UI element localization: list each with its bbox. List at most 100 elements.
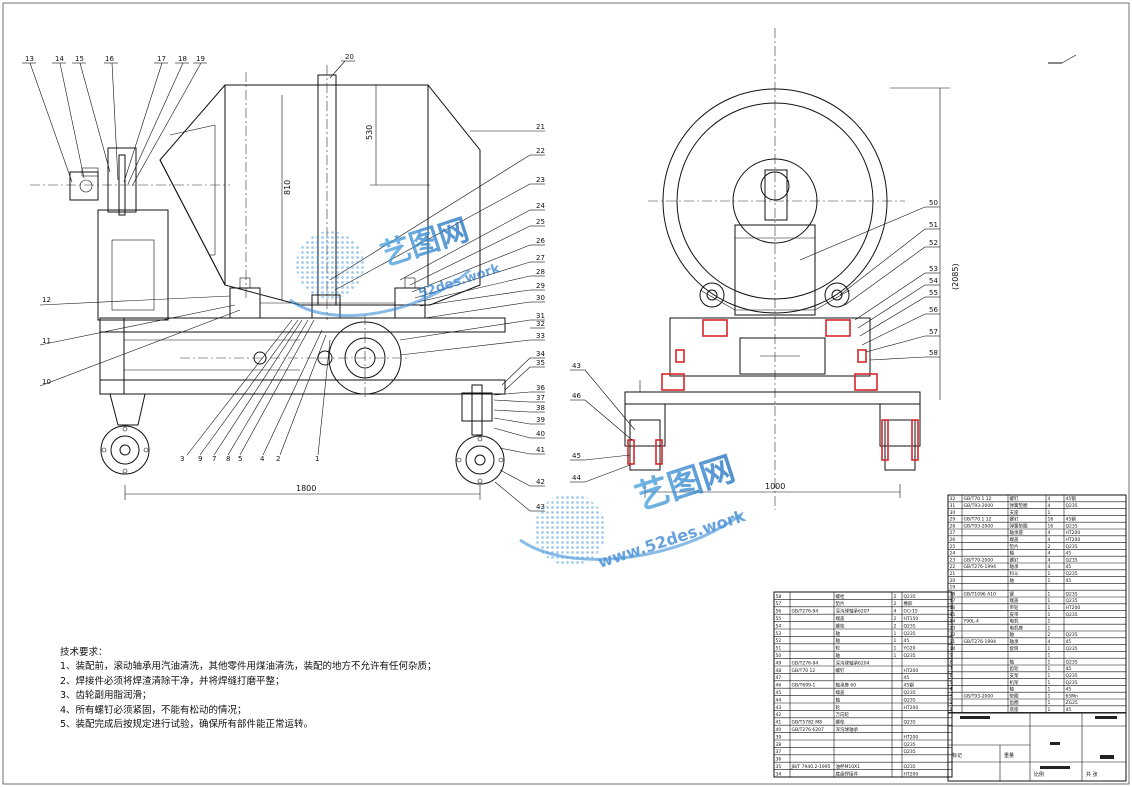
bom-cell-name: 垫片 — [836, 600, 845, 607]
bom-cell-qty: 4 — [1048, 530, 1051, 536]
svg-text:13: 13 — [25, 55, 34, 63]
svg-text:16: 16 — [105, 55, 114, 63]
bom-cell-name: 支架 — [1010, 672, 1019, 679]
bom-cell-code: GB/T70-2000 — [964, 557, 994, 563]
bom-cell-mat: GCr15 — [904, 609, 918, 615]
bom-cell-mat: HT200 — [904, 705, 919, 711]
bom-cell-no: 44 — [776, 697, 782, 703]
svg-text:37: 37 — [536, 394, 545, 402]
bom-cell-no: 8 — [950, 659, 953, 665]
bom-cell-name: 电机 — [1010, 618, 1019, 625]
bom-cell-name: 轴 — [1010, 686, 1015, 693]
bom-cell-name: 轴 — [1010, 631, 1015, 638]
bom-cell-name: 齿轮 — [1010, 665, 1019, 672]
bom-cell-name: 螺栓 — [836, 719, 845, 726]
side-view: 1000 (2085) 50 51 52 53 54 55 56 57 58 4… — [570, 28, 1077, 510]
bom-cell-mat: Q235 — [1066, 557, 1078, 563]
svg-text:41: 41 — [536, 446, 545, 454]
bom-cell-name: 螺钉 — [836, 667, 845, 674]
bom-cell-qty: 2 — [894, 616, 897, 622]
svg-text:4: 4 — [260, 455, 265, 463]
watermark-lower: 艺图网 www.52des.work — [519, 449, 748, 572]
bom-cell-name: 端盖 — [836, 615, 845, 622]
bom-cell-qty: 1 — [1048, 693, 1051, 699]
bom-cell-no: 31 — [950, 503, 956, 509]
bom-cell-mat: 45 — [1066, 639, 1072, 645]
bom-cell-qty: 1 — [894, 638, 897, 644]
bom-cell-mat: Q235 — [904, 742, 916, 748]
bom-cell-mat: 45钢 — [904, 682, 915, 689]
svg-text:艺图网: 艺图网 — [377, 213, 473, 274]
svg-text:11: 11 — [42, 337, 51, 345]
bom-cell-no: 20 — [950, 578, 956, 584]
pulley-box — [107, 147, 137, 213]
svg-text:7: 7 — [212, 455, 216, 463]
bom-cell-qty: 4 — [1048, 557, 1051, 563]
bom-cell-name: 端盖 — [1010, 536, 1019, 543]
svg-text:共 张: 共 张 — [1086, 771, 1098, 778]
drum-outer — [662, 88, 888, 314]
svg-text:52: 52 — [929, 239, 938, 247]
svg-text:10: 10 — [42, 378, 51, 386]
svg-text:38: 38 — [536, 404, 545, 412]
bom-cell-qty: 2 — [894, 594, 897, 600]
title-block: 标记 重量 比例 共 张 — [947, 712, 1127, 782]
svg-text:24: 24 — [536, 202, 545, 210]
bom-cell-qty: 1 — [894, 653, 897, 659]
bom-cell-no: 35 — [776, 764, 782, 770]
roller-right — [824, 282, 850, 308]
bom-cell-name: 万向轮 — [836, 711, 850, 718]
bom-cell-mat: Q235 — [904, 764, 916, 770]
svg-text:30: 30 — [536, 294, 545, 302]
bom-cell-qty: 2 — [894, 601, 897, 607]
side-width-dim: 1000 — [765, 482, 785, 491]
tech-req-item-3: 3、齿轮副用脂润滑； — [60, 690, 152, 702]
bom-cell-qty: 16 — [1048, 523, 1054, 529]
bom-cell-code: GB/T5782 M8 — [792, 720, 823, 726]
front-callouts-bottom: 3 9 7 8 5 4 2 1 — [180, 319, 331, 463]
bom-cell-name: 轴承座 60 — [836, 682, 857, 689]
bom-cell-no: 6 — [950, 673, 953, 679]
bom-cell-name: 轴 — [1010, 550, 1015, 557]
bom-cell-no: 32 — [950, 496, 956, 502]
bom-cell-qty: 1 — [894, 646, 897, 652]
svg-text:23: 23 — [536, 176, 545, 184]
bom-cell-mat: Q235 — [1066, 571, 1078, 577]
bom-cell-mat: HT200 — [1066, 537, 1081, 543]
bom-cell-name: 深沟球轴承 — [836, 726, 859, 733]
bom-cell-no: 41 — [776, 720, 782, 726]
bom-cell-qty: 4 — [1048, 551, 1051, 557]
bom-cell-no: 56 — [776, 609, 782, 615]
side-callouts-left: 43 46 45 44 — [570, 362, 636, 483]
side-height-dim: (2085) — [951, 263, 960, 290]
bom-cell-no: 39 — [776, 734, 782, 740]
svg-text:42: 42 — [536, 478, 545, 486]
svg-text:34: 34 — [536, 350, 545, 358]
svg-text:57: 57 — [929, 328, 938, 336]
bom-cell-code: GB/T93-2000 — [964, 523, 994, 529]
bom-cell-mat: Q235 — [1066, 612, 1078, 618]
bom-cell-qty: 4 — [1048, 496, 1051, 502]
svg-text:www.52des.work: www.52des.work — [595, 506, 748, 572]
svg-text:15: 15 — [75, 55, 84, 63]
bom-cell-code: GB/T276-1994 — [964, 564, 997, 570]
bom-cell-qty: 4 — [1048, 537, 1051, 543]
bom-cell-no: 54 — [776, 623, 782, 629]
svg-text:32: 32 — [536, 320, 545, 328]
bom-cell-name: 齿圈 — [1010, 700, 1019, 706]
bom-cell-no: 26 — [950, 537, 956, 543]
bom-cell-name: 弹簧垫圈 — [1010, 502, 1028, 509]
bom-cell-qty: 16 — [1048, 517, 1054, 523]
bom-cell-code: Y90L-4 — [963, 619, 980, 625]
bom-cell-qty: 2 — [894, 623, 897, 629]
bom-cell-mat: Q235 — [1066, 523, 1078, 529]
bom-cell-name: 垫片 — [1010, 543, 1019, 550]
svg-text:20: 20 — [345, 53, 354, 61]
bom-cell-name: 电机座 — [1010, 624, 1024, 631]
bom-cell-qty: 1 — [1048, 653, 1051, 659]
bom-cell-qty: 1 — [1048, 687, 1051, 693]
svg-text:53: 53 — [929, 265, 938, 273]
watermark-center: 艺图网 52des.work — [289, 213, 502, 318]
bom-cell-name: 带轮 — [1010, 604, 1019, 611]
